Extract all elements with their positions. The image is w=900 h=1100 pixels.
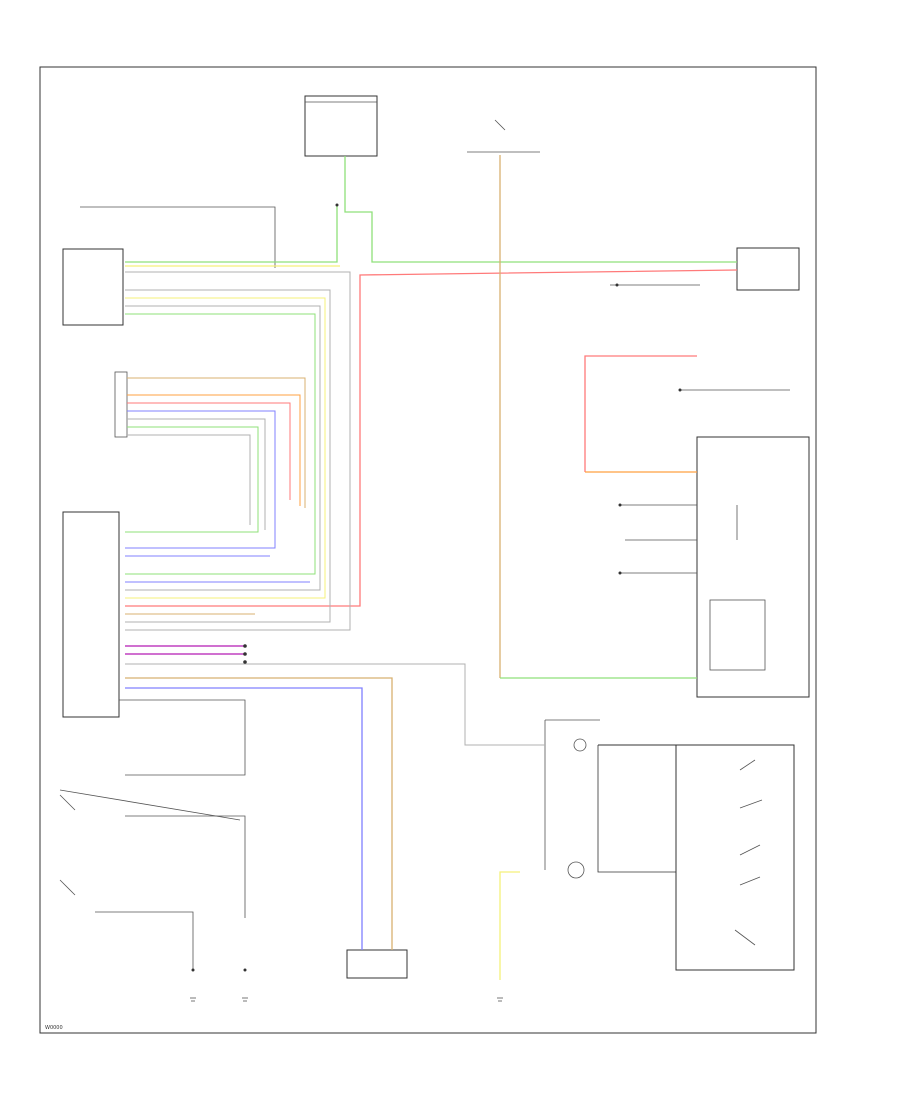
wire-blue-actuator: [125, 687, 363, 950]
wire-gray-4: [127, 418, 266, 530]
upper-left-bracket: [80, 206, 276, 268]
ground-3-icon: [497, 997, 503, 1002]
wire-green-main: [344, 156, 737, 263]
wire-red-meter: [584, 355, 697, 472]
wire-blue-1: [125, 410, 276, 549]
wire-green-3: [125, 426, 259, 533]
wire-green-2: [125, 313, 316, 575]
wire-red-2: [127, 402, 291, 500]
wire-yellow-2: [125, 297, 326, 599]
right-top-module: [736, 247, 800, 291]
wire-gray-3: [125, 305, 321, 591]
wire-gray-6: [125, 663, 545, 746]
left-switch-ground: [59, 794, 194, 970]
combination-meter: [696, 436, 810, 698]
junction-dots: [191, 203, 682, 972]
ground-2-icon: [242, 997, 248, 1002]
underhood-fuse-top: [467, 119, 540, 153]
control-unit-sub-bracket: [59, 699, 246, 918]
left-module: [62, 248, 124, 326]
wire-green-left: [125, 205, 338, 263]
ground-1-icon: [190, 997, 196, 1002]
page-code: W0000: [45, 1025, 63, 1031]
diagram-border: [39, 66, 817, 1034]
wire-tan-1: [127, 377, 306, 508]
wire-gray-2: [125, 289, 331, 623]
actuator-motor: [346, 949, 408, 979]
wire-yellow-ground: [499, 871, 520, 980]
wire-tan-actuator: [125, 677, 393, 950]
combination-switch: [675, 744, 795, 971]
meter-connections: [610, 284, 790, 574]
wire-orange-1: [127, 394, 301, 506]
wire-red-main: [125, 269, 738, 607]
fuse-box-top: [304, 95, 378, 157]
clutch-switch: [567, 738, 587, 879]
wire-gray-1: [125, 271, 351, 631]
control-unit: [62, 511, 120, 718]
connector-block-left: [114, 371, 128, 438]
wire-black-clutch: [597, 745, 676, 873]
wire-gray-5: [127, 434, 251, 525]
cruise-switch-box: [544, 719, 600, 870]
